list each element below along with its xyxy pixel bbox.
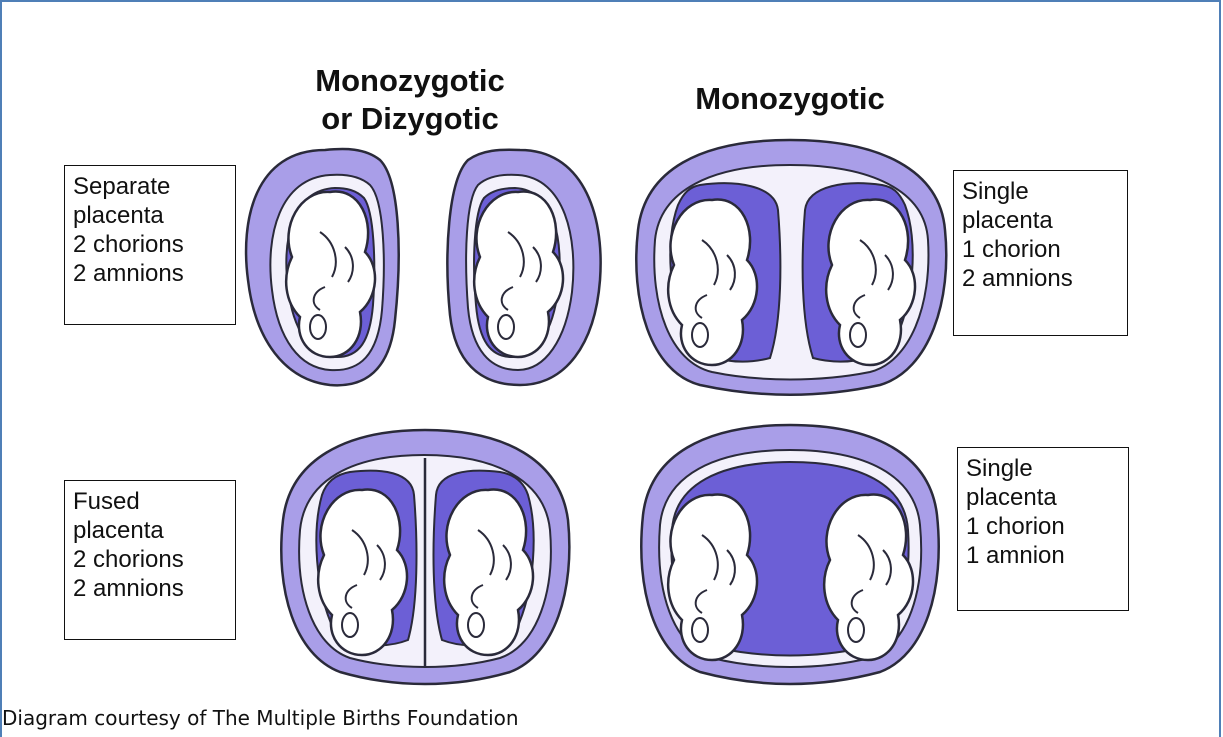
label-line: 1 chorion [962,235,1119,264]
label-line: Fused [73,487,227,516]
label-line: placenta [962,206,1119,235]
sac-left-2 [447,150,600,385]
label-line: 2 amnions [962,264,1119,293]
label-line: 2 amnions [73,259,227,288]
label-line: placenta [73,516,227,545]
sac-left-1 [246,149,399,385]
label-line: 2 chorions [73,545,227,574]
single-placenta-two-amnions-illustration [636,140,946,395]
image-caption: Diagram courtesy of The Multiple Births … [2,706,519,730]
label-line: placenta [73,201,227,230]
label-line: 1 chorion [966,512,1120,541]
label-fused-placenta: Fused placenta 2 chorions 2 amnions [64,480,236,640]
label-line: Single [962,177,1119,206]
label-line: 2 chorions [73,230,227,259]
label-single-placenta-one-amnion: Single placenta 1 chorion 1 amnion [957,447,1129,611]
separate-placentas-illustration [246,149,601,385]
label-line: Separate [73,172,227,201]
label-line: 2 amnions [73,574,227,603]
fused-placenta-illustration [281,430,569,684]
label-single-placenta-two-amnions: Single placenta 1 chorion 2 amnions [953,170,1128,336]
label-line: placenta [966,483,1120,512]
single-placenta-one-amnion-illustration [641,425,938,684]
label-separate-placenta: Separate placenta 2 chorions 2 amnions [64,165,236,325]
label-line: Single [966,454,1120,483]
label-line: 1 amnion [966,541,1120,570]
